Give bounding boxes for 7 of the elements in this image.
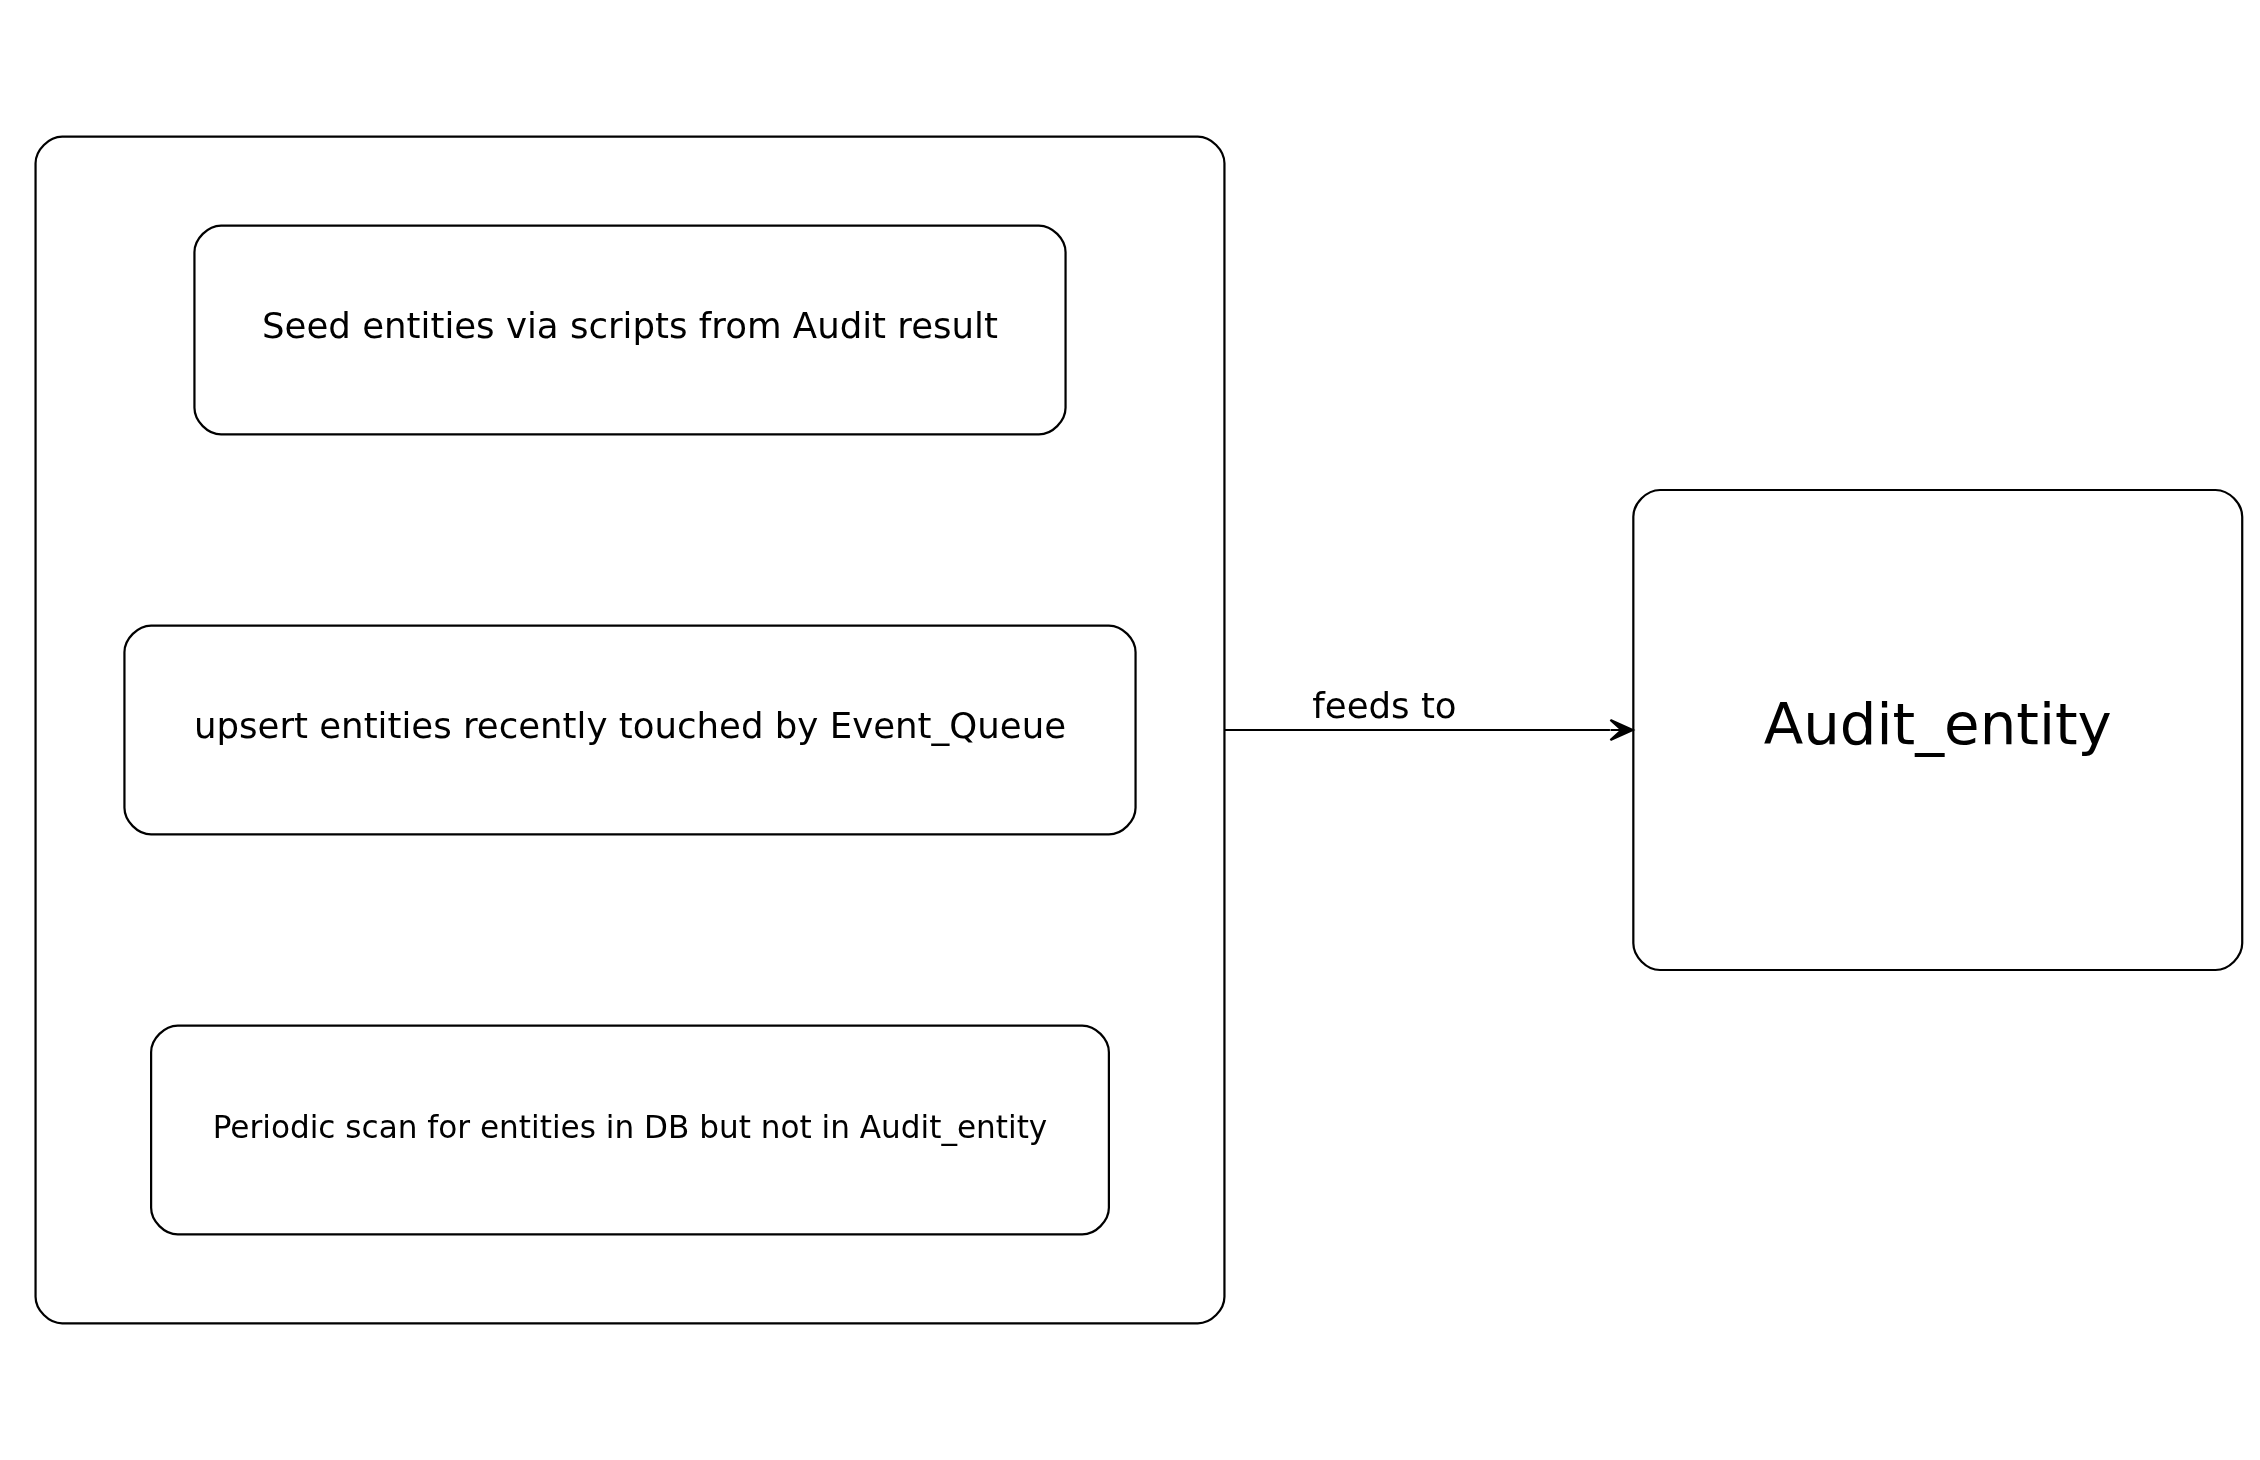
node-box: Periodic scan for entities in DB but not in Audit_entity [150, 1024, 1110, 1236]
node-box: Seed entities via scripts from Audit result [193, 224, 1067, 436]
edge-label: feeds to [1312, 685, 1457, 727]
arrow [1224, 718, 1634, 742]
node-box: Audit_entity [1632, 488, 2244, 972]
cluster [34, 135, 1226, 1325]
node-box: upsert entities recently touched by Event_Queue [123, 624, 1137, 836]
